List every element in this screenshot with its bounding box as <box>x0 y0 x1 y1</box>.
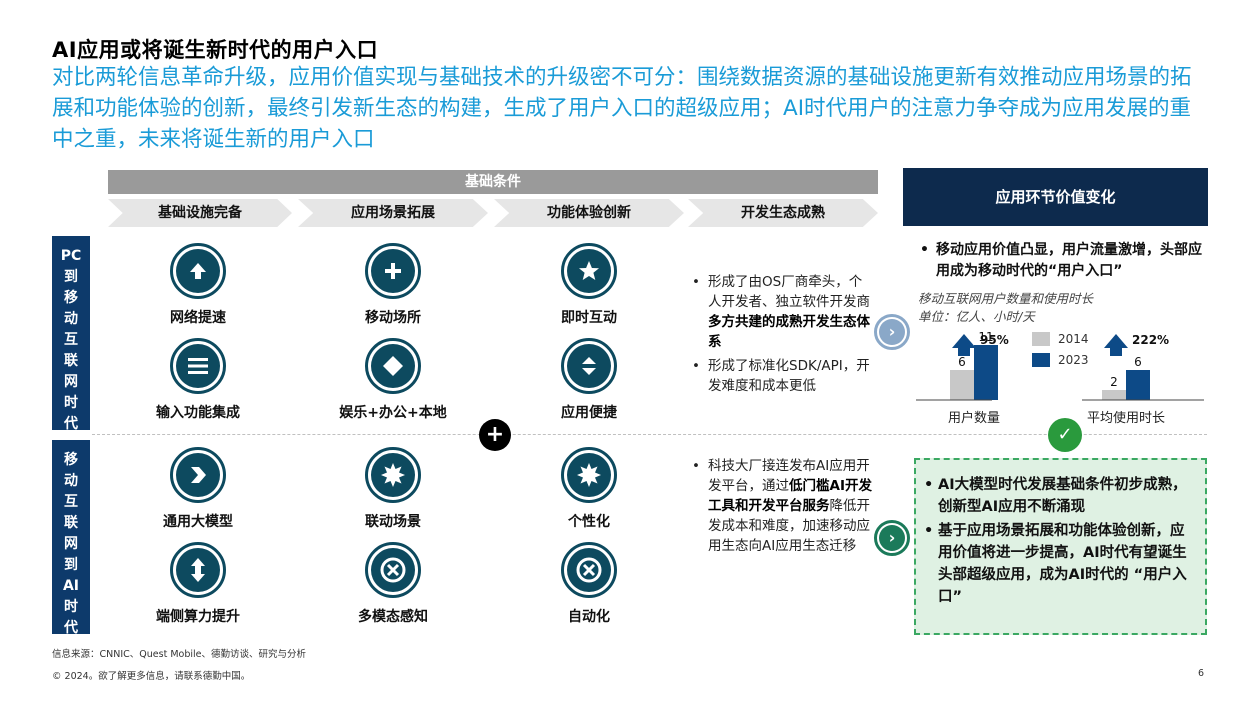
value-bullet-list: •移动应用价值凸显，用户流量激增，头部应用成为移动时代的“用户入口” <box>918 240 1208 282</box>
era2-ecosystem-list: 科技大厂接连发布AI应用开发平台，通过低门槛AI开发工具和开发平台服务降低开发成… <box>692 456 872 560</box>
checkmark-icon: ✓ <box>1048 418 1082 452</box>
star-icon <box>567 249 611 293</box>
cross-circle-icon <box>371 548 415 592</box>
diamond-icon <box>371 344 415 388</box>
feature-network-speed: 网络提速 <box>138 243 258 327</box>
feature-input-integration: 输入功能集成 <box>138 338 258 422</box>
feature-automation: 自动化 <box>529 542 649 626</box>
feature-instant-interaction: 即时互动 <box>529 243 649 327</box>
burst-icon <box>567 453 611 497</box>
feature-edge-compute: 端侧算力提升 <box>138 542 258 626</box>
list-item: 基于应用场景拓展和功能体验创新，应用价值将进一步提高，AI时代有望诞生头部超级应… <box>922 520 1195 608</box>
condition-experience: 功能体验创新 <box>494 199 684 227</box>
chart-title: 移动互联网用户数量和使用时长 单位：亿人、小时/天 <box>918 291 1094 324</box>
arrow-right-icon: › <box>874 520 910 556</box>
feature-app-convenience: 应用便捷 <box>529 338 649 422</box>
page-number: 6 <box>1198 668 1205 679</box>
vertical-arrows-icon <box>176 548 220 592</box>
chevron-right-icon <box>176 453 220 497</box>
list-item: 科技大厂接连发布AI应用开发平台，通过低门槛AI开发工具和开发平台服务降低开发成… <box>692 456 872 556</box>
feature-general-llm: 通用大模型 <box>138 447 258 531</box>
bar-2014-1 <box>1102 390 1126 400</box>
category-label: 平均使用时长 <box>1087 410 1165 426</box>
sort-arrows-icon <box>567 344 611 388</box>
burst-icon <box>371 453 415 497</box>
growth-label: 95% <box>980 333 1009 347</box>
menu-lines-icon <box>176 344 220 388</box>
page-subtitle: 对比两轮信息革命升级，应用价值实现与基础技术的升级密不可分：围绕数据资源的基础设… <box>52 65 1192 152</box>
ai-era-conclusion-box: AI大模型时代发展基础条件初步成熟，创新型AI应用不断涌现 基于应用场景拓展和功… <box>914 458 1207 635</box>
data-label: 11 <box>978 330 993 344</box>
condition-infrastructure: 基础设施完备 <box>108 199 292 227</box>
bar-2023-0 <box>974 345 998 400</box>
plus-icon <box>371 249 415 293</box>
bar-2023-1 <box>1126 370 1150 400</box>
list-item: AI大模型时代发展基础条件初步成熟，创新型AI应用不断涌现 <box>922 474 1195 518</box>
data-label: 6 <box>958 355 966 369</box>
list-item: 形成了标准化SDK/API，开发难度和成本更低 <box>692 356 872 396</box>
growth-arrow-icon <box>1104 334 1128 356</box>
era1-ecosystem-list: 形成了由OS厂商牵头，个人开发者、独立软件开发商多方共建的成熟开发生态体系 形成… <box>692 272 872 400</box>
list-item: •移动应用价值凸显，用户流量激增，头部应用成为移动时代的“用户入口” <box>920 242 1202 279</box>
legend-swatch <box>1032 332 1050 346</box>
growth-label: 222% <box>1132 333 1169 347</box>
condition-ecosystem: 开发生态成熟 <box>688 199 878 227</box>
source-note: 信息来源：CNNIC、Quest Mobile、德勤访谈、研究与分析 <box>52 649 306 660</box>
feature-personalization: 个性化 <box>529 447 649 531</box>
data-label: 6 <box>1134 355 1142 369</box>
legend-2023: 2023 <box>1032 353 1089 367</box>
conditions-bar: 基础条件 <box>108 170 878 194</box>
legend-swatch <box>1032 353 1050 367</box>
cross-circle-icon <box>567 548 611 592</box>
era-divider <box>92 434 1207 435</box>
list-item: 形成了由OS厂商牵头，个人开发者、独立软件开发商多方共建的成熟开发生态体系 <box>692 272 872 352</box>
copyright: © 2024。欲了解更多信息，请联系德勤中国。 <box>52 671 251 682</box>
bar-2014-0 <box>950 370 974 400</box>
condition-scenarios: 应用场景拓展 <box>298 199 488 227</box>
value-change-header: 应用环节价值变化 <box>903 168 1208 226</box>
feature-linked-scenarios: 联动场景 <box>333 447 453 531</box>
legend-2014: 2014 <box>1032 332 1089 346</box>
category-label: 用户数量 <box>948 410 1000 426</box>
page-title: AI应用或将诞生新时代的用户入口 <box>52 38 379 62</box>
feature-entertainment-office: 娱乐+办公+本地 <box>333 338 453 422</box>
arrow-right-icon: › <box>874 314 910 350</box>
usage-bar-chart: 6 11 用户数量 95% 2 6 平均使用时长 222% <box>916 330 1204 426</box>
growth-arrow-icon <box>952 334 976 356</box>
feature-multimodal: 多模态感知 <box>333 542 453 626</box>
plus-icon: + <box>479 419 511 451</box>
data-label: 2 <box>1110 375 1118 389</box>
upload-arrow-icon <box>176 249 220 293</box>
feature-mobile-places: 移动场所 <box>333 243 453 327</box>
